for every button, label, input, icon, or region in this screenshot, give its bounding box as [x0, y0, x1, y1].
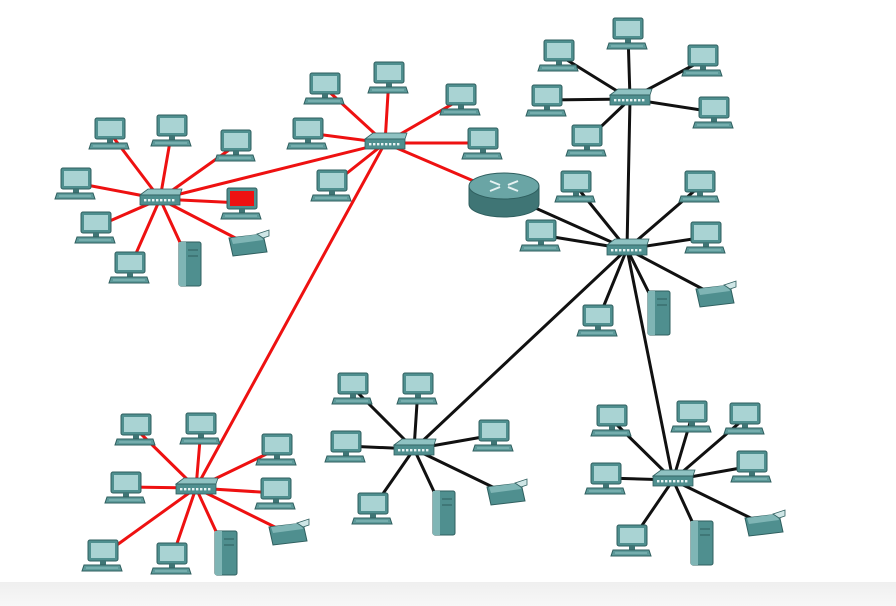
pc-icon: [537, 39, 579, 72]
pc-icon: [74, 211, 116, 244]
pc-icon: [730, 450, 772, 483]
backbone-link: [158, 141, 387, 201]
pc-icon: [684, 221, 726, 254]
footer-band: [0, 582, 896, 606]
pc-icon: [254, 477, 296, 510]
pc-icon: [606, 17, 648, 50]
backbone-link: [194, 141, 387, 490]
pc-icon: [179, 412, 221, 445]
switch-icon-hub-center-right: [605, 238, 650, 256]
printer-icon: [228, 229, 270, 257]
pc-icon: [310, 169, 352, 202]
access-link: [158, 197, 249, 246]
pc-icon: [331, 372, 373, 405]
backbone-link: [412, 247, 629, 451]
pc-icon: [220, 187, 262, 220]
access-link: [194, 486, 289, 535]
switch-icon-hub-left: [138, 188, 183, 206]
pc-icon: [255, 433, 297, 466]
pc-icon: [723, 402, 765, 435]
pc-icon: [472, 419, 514, 452]
router-icon: [468, 172, 540, 218]
pc-icon: [214, 129, 256, 162]
pc-icon: [150, 542, 192, 575]
backbone-link: [625, 247, 675, 482]
pc-icon: [114, 413, 156, 446]
pc-icon: [439, 83, 481, 116]
pc-icon: [108, 251, 150, 284]
server-icon: [432, 490, 456, 536]
switch-icon-hub-top-right: [608, 88, 653, 106]
printer-icon: [268, 518, 310, 546]
pc-icon: [681, 44, 723, 77]
printer-icon: [744, 509, 786, 537]
printer-icon: [486, 478, 528, 506]
pc-icon: [678, 170, 720, 203]
access-link: [412, 447, 507, 495]
pc-icon: [519, 219, 561, 252]
pc-icon: [565, 124, 607, 157]
switch-icon-hub-top: [363, 132, 408, 150]
pc-icon: [303, 72, 345, 105]
pc-icon: [150, 114, 192, 147]
pc-icon: [367, 61, 409, 94]
switch-icon-hub-bottom-center: [392, 438, 437, 456]
pc-icon: [351, 492, 393, 525]
pc-icon: [81, 539, 123, 572]
pc-icon: [396, 372, 438, 405]
access-link: [625, 247, 716, 297]
pc-icon: [554, 170, 596, 203]
pc-icon: [104, 471, 146, 504]
pc-icon: [88, 117, 130, 150]
pc-icon: [692, 96, 734, 129]
pc-icon: [584, 462, 626, 495]
pc-icon: [590, 404, 632, 437]
pc-icon: [461, 127, 503, 160]
server-icon: [690, 520, 714, 566]
backbone-link: [625, 97, 632, 251]
pc-icon: [54, 167, 96, 200]
access-link: [671, 478, 765, 526]
switch-icon-hub-bottom-left: [174, 477, 219, 495]
switch-icon-hub-bottom-right: [651, 469, 696, 487]
network-devices: [54, 17, 786, 576]
pc-icon: [610, 524, 652, 557]
server-icon: [647, 290, 671, 336]
pc-icon: [286, 117, 328, 150]
server-icon: [214, 530, 238, 576]
pc-icon: [576, 304, 618, 337]
pc-icon: [525, 84, 567, 117]
pc-icon: [670, 400, 712, 433]
pc-icon: [324, 430, 366, 463]
server-icon: [178, 241, 202, 287]
printer-icon: [695, 280, 737, 308]
